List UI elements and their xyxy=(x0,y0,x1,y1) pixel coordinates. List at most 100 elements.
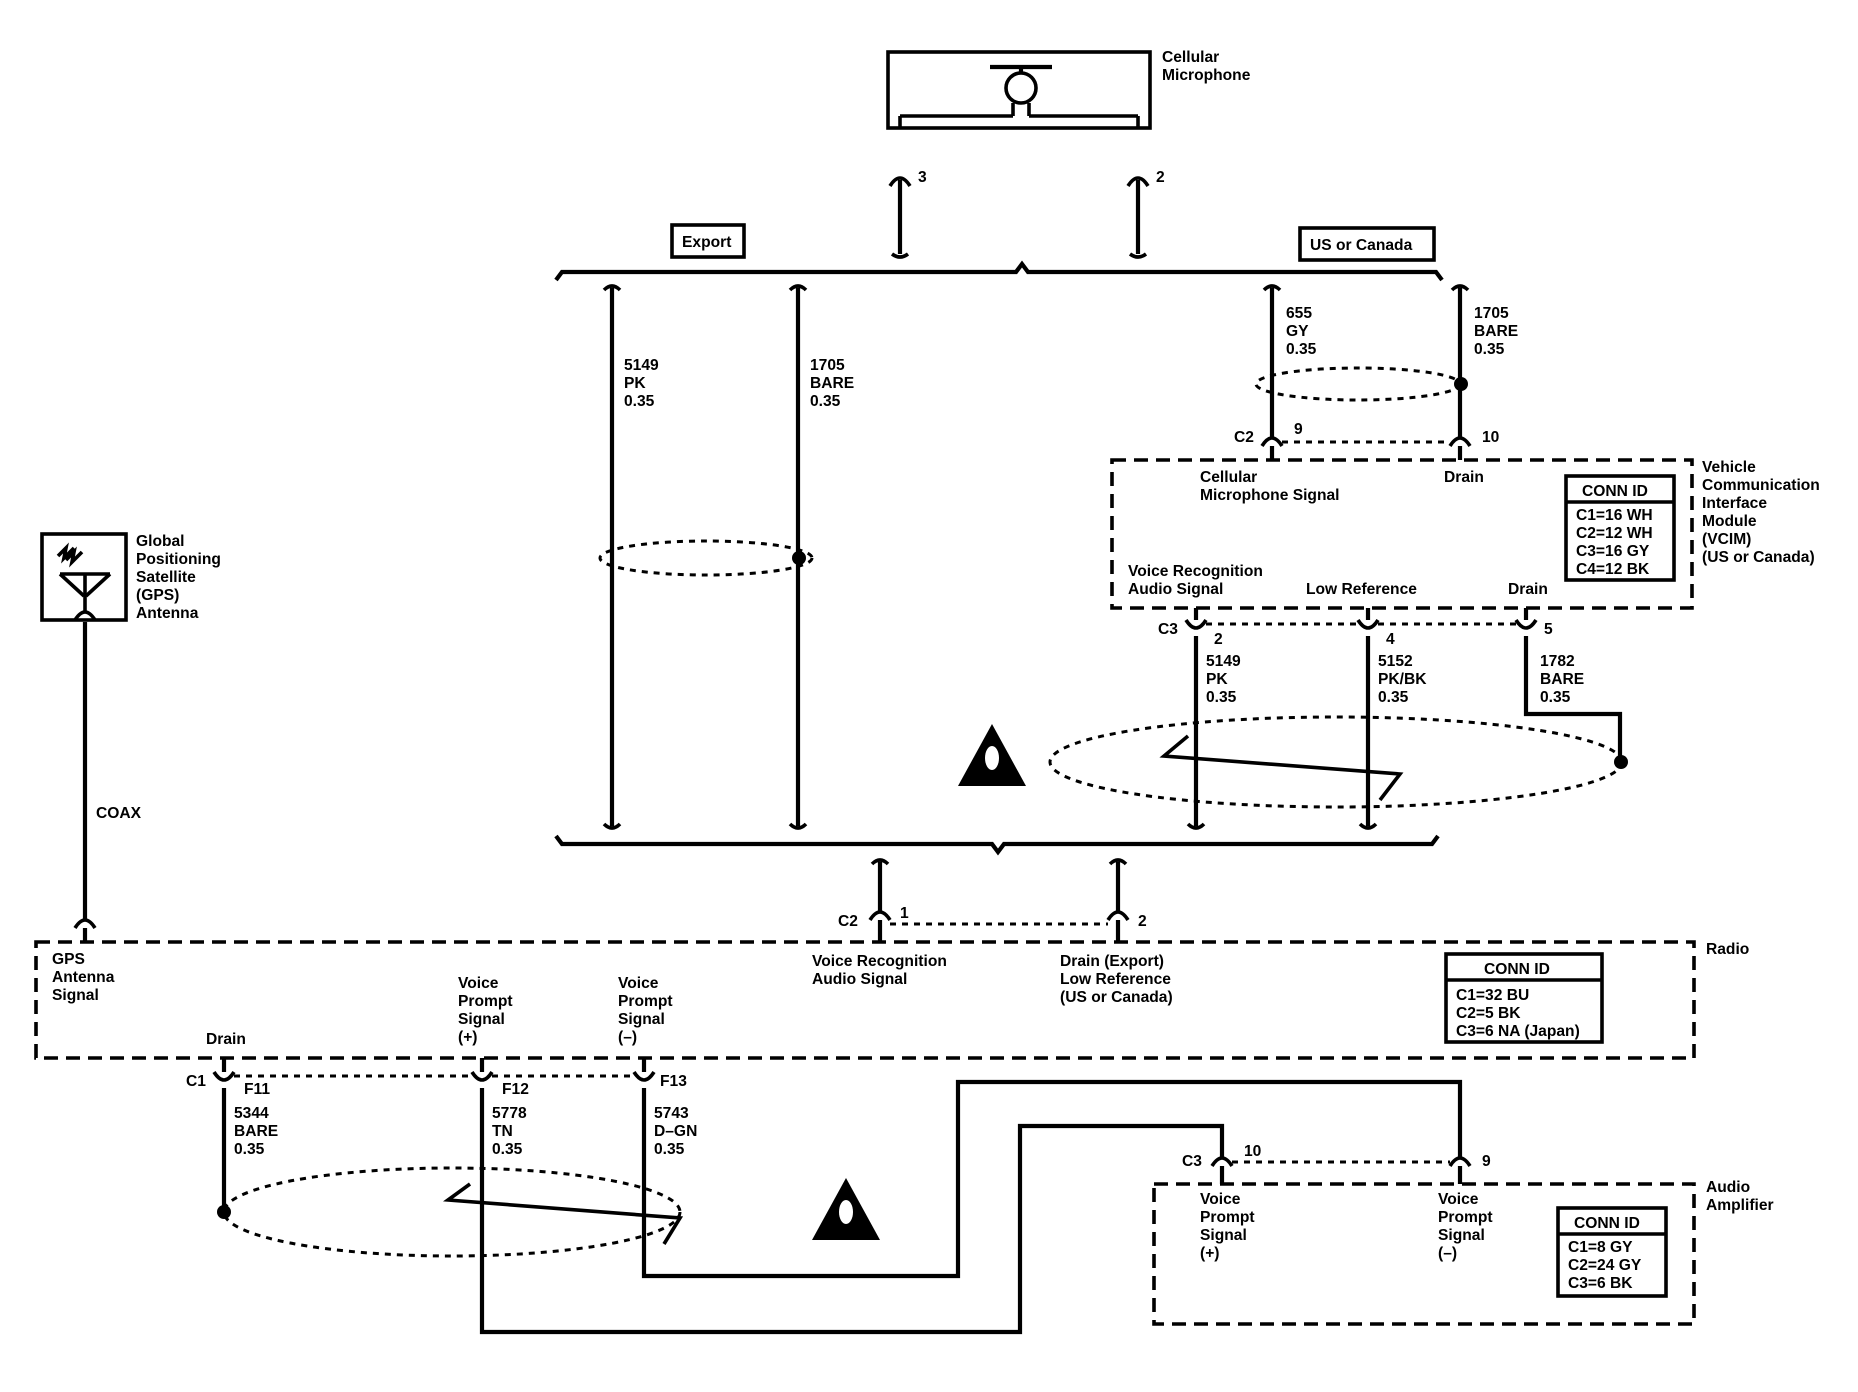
gps-name-2: Positioning xyxy=(136,551,221,568)
radio-vp-plus-3: Signal xyxy=(458,1011,505,1028)
vcim-c3-pin-2: 2 xyxy=(1214,631,1223,648)
radio-c1-wires: C1 F11 F12 F13 5344 BARE 0.35 5778 TN 0.… xyxy=(186,1058,1463,1335)
mic-pin-3: 3 xyxy=(918,169,927,186)
coax-label: COAX xyxy=(96,805,142,822)
gps-name-5: Antenna xyxy=(136,605,199,622)
wire-5344-num: 5344 xyxy=(234,1105,269,1122)
cellular-microphone: Cellular Microphone xyxy=(886,49,1251,130)
vcim-name-4: Module xyxy=(1702,513,1757,530)
wire-5344-color: BARE xyxy=(234,1123,278,1140)
vcim-low-ref-label: Low Reference xyxy=(1306,581,1417,598)
radio-vp-plus-4: (+) xyxy=(458,1029,478,1046)
warning-triangle-icon xyxy=(958,724,1026,786)
bottom-option-bracket xyxy=(554,834,1440,856)
amp-conn-id-3: C3=6 BK xyxy=(1568,1275,1633,1292)
amp-vp-plus-4: (+) xyxy=(1200,1245,1220,1262)
microphone-name-1: Cellular xyxy=(1162,49,1219,66)
wire-5743-num: 5743 xyxy=(654,1105,689,1122)
amp-vp-plus-2: Prompt xyxy=(1200,1209,1255,1226)
radio-gps-label-3: Signal xyxy=(52,987,99,1004)
vcim-drain-bottom-label: Drain xyxy=(1508,581,1548,598)
wire-5149-us-color: PK xyxy=(1206,671,1228,688)
vcim-conn-id-2: C2=12 WH xyxy=(1576,525,1653,542)
vcim-cell-mic-label-1: Cellular xyxy=(1200,469,1257,486)
wire-5778-color: TN xyxy=(492,1123,513,1140)
radio-c2-pin-1: 1 xyxy=(900,905,909,922)
wire-5149-us-num: 5149 xyxy=(1206,653,1241,670)
radio-module: Radio GPS Antenna Signal Drain Voice Pro… xyxy=(34,940,1749,1060)
vcim-c3-pin-5: 5 xyxy=(1544,621,1553,638)
vcim-name-2: Communication xyxy=(1702,477,1820,494)
wire-5149-export-num: 5149 xyxy=(624,357,659,374)
vcim-conn-id-title: CONN ID xyxy=(1582,483,1648,500)
radio-f11-label: F11 xyxy=(244,1081,270,1098)
amp-vp-plus-3: Signal xyxy=(1200,1227,1247,1244)
radio-vp-minus-1: Voice xyxy=(618,975,659,992)
radio-vp-minus-2: Prompt xyxy=(618,993,673,1010)
wire-5743-color: D–GN xyxy=(654,1123,697,1140)
microphone-name-2: Microphone xyxy=(1162,67,1251,84)
mic-pin-2: 2 xyxy=(1156,169,1165,186)
radio-conn-id-2: C2=5 BK xyxy=(1456,1005,1521,1022)
wire-655-size: 0.35 xyxy=(1286,341,1317,358)
radio-vp-minus-4: (–) xyxy=(618,1029,637,1046)
radio-conn-id-3: C3=6 NA (Japan) xyxy=(1456,1023,1580,1040)
wire-5344-size: 0.35 xyxy=(234,1141,265,1158)
radio-conn-id-title: CONN ID xyxy=(1484,961,1550,978)
amp-vp-minus-2: Prompt xyxy=(1438,1209,1493,1226)
gps-name-4: (GPS) xyxy=(136,587,179,604)
radio-drain-low-1: Drain (Export) xyxy=(1060,953,1164,970)
wire-1705-export-color: BARE xyxy=(810,375,854,392)
amp-vp-minus-4: (–) xyxy=(1438,1245,1457,1262)
wire-5778-size: 0.35 xyxy=(492,1141,523,1158)
radio-vp-plus-2: Prompt xyxy=(458,993,513,1010)
warning-triangle-icon xyxy=(812,1178,880,1240)
vcim-conn-id-3: C3=16 GY xyxy=(1576,543,1650,560)
wire-1705-us-size: 0.35 xyxy=(1474,341,1505,358)
vcim-name-1: Vehicle xyxy=(1702,459,1756,476)
microphone-leads: 3 2 xyxy=(888,169,1165,259)
export-option-label: Export xyxy=(682,234,731,251)
amp-pin-9: 9 xyxy=(1482,1153,1491,1170)
radio-f13-label: F13 xyxy=(660,1073,687,1090)
vcim-c2-label: C2 xyxy=(1234,429,1254,446)
vcim-voice-rec-label-1: Voice Recognition xyxy=(1128,563,1263,580)
antenna-icon xyxy=(56,542,112,622)
us-canada-option-label: US or Canada xyxy=(1310,237,1413,254)
vcim-name-3: Interface xyxy=(1702,495,1767,512)
radio-gps-label-1: GPS xyxy=(52,951,85,968)
amp-name-2: Amplifier xyxy=(1706,1197,1774,1214)
amp-conn-id-2: C2=24 GY xyxy=(1568,1257,1642,1274)
radio-drain-label: Drain xyxy=(206,1031,246,1048)
vcim-conn-id-4: C4=12 BK xyxy=(1576,561,1650,578)
vcim-cell-mic-label-2: Microphone Signal xyxy=(1200,487,1339,504)
radio-gps-label-2: Antenna xyxy=(52,969,115,986)
radio-conn-id-1: C1=32 BU xyxy=(1456,987,1529,1004)
radio-vp-minus-3: Signal xyxy=(618,1011,665,1028)
amp-pin-10: 10 xyxy=(1244,1143,1262,1160)
amp-conn-id-title: CONN ID xyxy=(1574,1215,1640,1232)
vcim-c2-pin-9: 9 xyxy=(1294,421,1303,438)
amp-vp-minus-1: Voice xyxy=(1438,1191,1479,1208)
gps-antenna: Global Positioning Satellite (GPS) Anten… xyxy=(40,532,221,942)
vcim-c2-pin-10: 10 xyxy=(1482,429,1500,446)
wire-1705-export-num: 1705 xyxy=(810,357,845,374)
vcim-c3-pin-4: 4 xyxy=(1386,631,1395,648)
wire-5149-us-size: 0.35 xyxy=(1206,689,1237,706)
wire-5152-size: 0.35 xyxy=(1378,689,1409,706)
radio-c2-pin-2: 2 xyxy=(1138,913,1147,930)
wire-5778-num: 5778 xyxy=(492,1105,527,1122)
radio-c2-label: C2 xyxy=(838,913,858,930)
wire-655-num: 655 xyxy=(1286,305,1312,322)
radio-vp-plus-1: Voice xyxy=(458,975,499,992)
wire-1705-export-size: 0.35 xyxy=(810,393,841,410)
radio-name: Radio xyxy=(1706,941,1749,958)
wire-5743-size: 0.35 xyxy=(654,1141,685,1158)
us-canada-lower-wires: C3 2 4 5 5149 PK 0.35 5152 PK/BK 0.35 17… xyxy=(1048,608,1628,830)
amp-name-1: Audio xyxy=(1706,1179,1750,1196)
top-option-bracket: Export US or Canada xyxy=(554,223,1444,282)
wire-1705-us-color: BARE xyxy=(1474,323,1518,340)
microphone-icon xyxy=(898,64,1140,128)
amp-conn-id-1: C1=8 GY xyxy=(1568,1239,1633,1256)
